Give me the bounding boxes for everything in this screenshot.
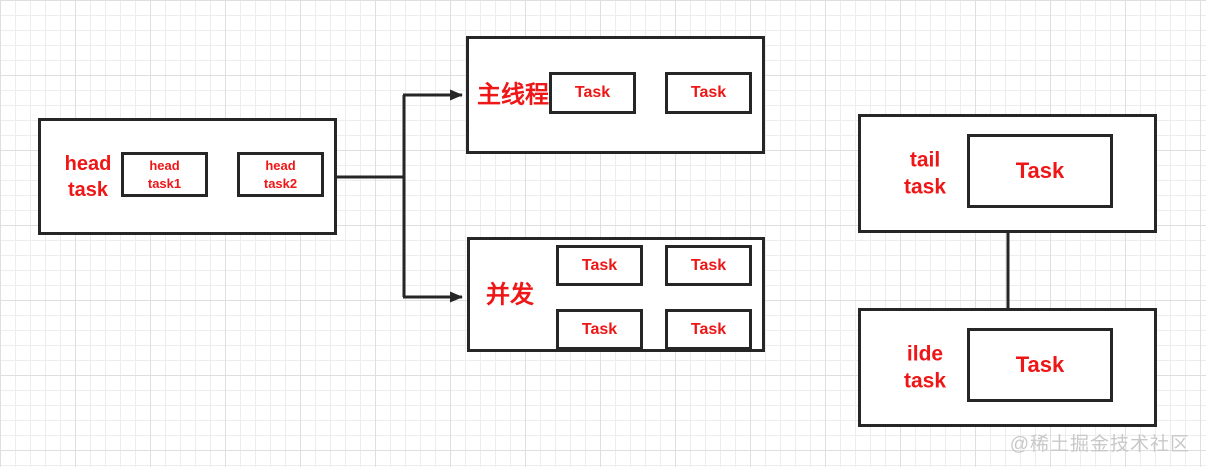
main-thread-group: 主线程 Task Task — [466, 36, 765, 154]
concurrent-task-3: Task — [556, 309, 643, 350]
head-task1-node: head task1 — [121, 152, 208, 197]
idle-task-node: Task — [967, 328, 1113, 402]
head-task-label-line2: task — [67, 178, 109, 201]
tail-task-label: tail task — [883, 146, 967, 201]
concurrent-label: 并发 — [486, 280, 534, 308]
tail-task-label-line2: task — [903, 175, 947, 199]
main-thread-task-2: Task — [665, 72, 752, 114]
head-task2-node: head task2 — [237, 152, 324, 197]
head-task1-line1: head — [149, 157, 180, 173]
concurrent-group: 并发 Task Task Task Task — [467, 237, 765, 352]
head-task1-line2: task1 — [147, 175, 182, 191]
idle-task-label: ilde task — [883, 340, 967, 395]
idle-task-group: ilde task Task — [858, 308, 1157, 427]
head-task-group-label: head task — [45, 151, 131, 203]
watermark: @稀土掘金技术社区 — [1009, 434, 1190, 455]
head-task-label-line1: head — [64, 152, 112, 175]
head-task2-line2: task2 — [263, 175, 298, 191]
idle-task-label-line1: ilde — [906, 342, 944, 366]
concurrent-task-4: Task — [665, 309, 752, 350]
idle-task-label-line2: task — [903, 369, 947, 393]
tail-task-node: Task — [967, 134, 1113, 208]
concurrent-task-2: Task — [665, 245, 752, 286]
head-task2-line1: head — [265, 157, 296, 173]
tail-task-group: tail task Task — [858, 114, 1157, 233]
main-thread-label: 主线程 — [477, 81, 549, 109]
concurrent-task-1: Task — [556, 245, 643, 286]
tail-task-label-line1: tail — [909, 148, 941, 172]
main-thread-task-1: Task — [549, 72, 636, 114]
head-task-group: head task head task1 head task2 — [38, 118, 337, 235]
